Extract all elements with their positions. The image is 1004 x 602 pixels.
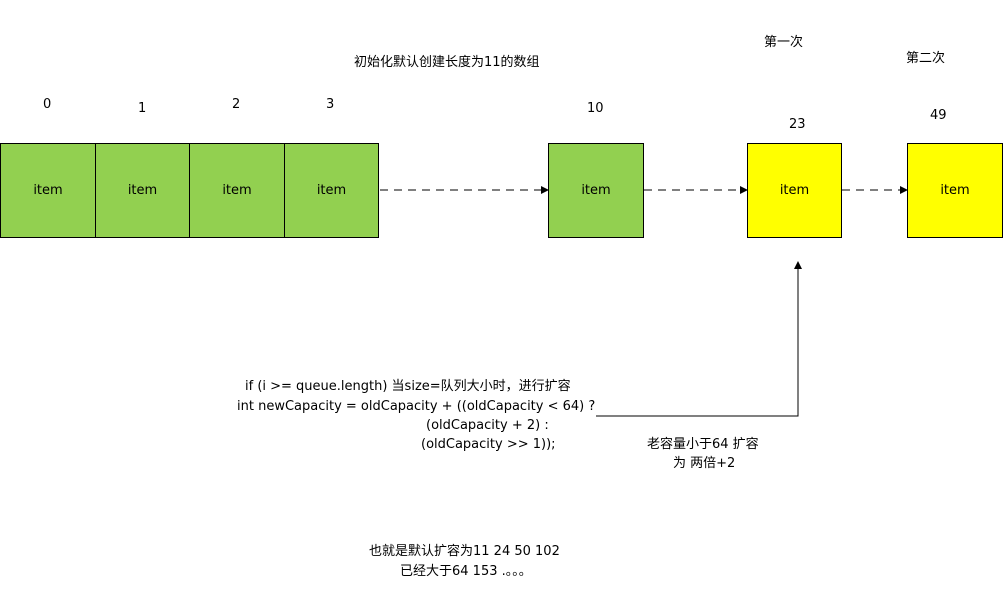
index-label: 10 (587, 101, 604, 116)
expanded-cell: item (907, 143, 1003, 238)
array-cell: item (0, 143, 96, 238)
expanded-cell: item (747, 143, 842, 238)
index-label: 1 (138, 101, 147, 116)
note-line: 为 两倍+2 (673, 456, 736, 471)
index-label: 3 (326, 97, 335, 112)
code-line: int newCapacity = oldCapacity + ((oldCap… (237, 399, 596, 414)
index-label: 2 (232, 97, 241, 112)
index-label: 0 (43, 97, 52, 112)
diagram-title: 初始化默认创建长度为11的数组 (354, 55, 540, 70)
array-cell: item (189, 143, 285, 238)
first-expansion-label: 第一次 (764, 35, 804, 50)
code-line: (oldCapacity + 2) : (426, 418, 549, 433)
array-cell: item (284, 143, 379, 238)
array-cell: item (95, 143, 190, 238)
array-cell: item (548, 143, 644, 238)
code-line: if (i >= queue.length) 当size=队列大小时，进行扩容 (245, 379, 571, 394)
note-line: 老容量小于64 扩容 (647, 437, 759, 452)
second-expansion-label: 第二次 (906, 51, 946, 66)
summary-line: 已经大于64 153 .。。。 (400, 564, 532, 579)
arrow-code-to-23 (596, 261, 802, 417)
index-label: 49 (930, 108, 947, 123)
code-line: (oldCapacity >> 1)); (421, 437, 556, 452)
index-label: 23 (789, 117, 806, 132)
summary-line: 也就是默认扩容为11 24 50 102 (369, 544, 560, 559)
